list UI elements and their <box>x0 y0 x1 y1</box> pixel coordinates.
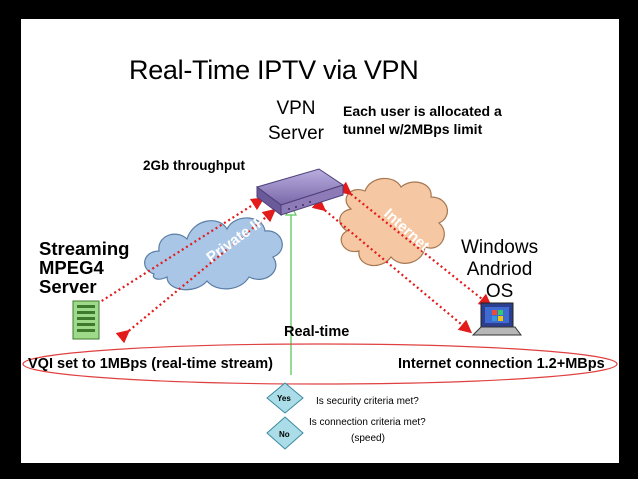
realtime-line <box>285 203 297 375</box>
internet-connection-label: Internet connection 1.2+MBps <box>398 356 605 372</box>
throughput-label: 2Gb throughput <box>143 158 245 173</box>
realtime-label: Real-time <box>284 324 350 340</box>
highlight-ellipse <box>22 343 618 385</box>
no-label: No <box>279 430 290 439</box>
page-title: Real-Time IPTV via VPN <box>129 55 419 85</box>
tunnel-note: Each user is allocated a tunnel w/2MBps … <box>343 102 502 138</box>
laptop-icon <box>471 302 522 336</box>
streaming-server-label: Streaming MPEG4 Server <box>39 239 129 296</box>
streaming-line1: Streaming <box>39 238 130 259</box>
internet-arrows <box>311 181 493 334</box>
tunnel-note-line1: Each user is allocated a <box>343 103 502 119</box>
no-decision-diamond <box>266 416 304 450</box>
speed-note: (speed) <box>351 433 385 444</box>
vpn-label-line2: Server <box>268 123 324 144</box>
connection-question: Is connection criteria met? <box>309 417 426 428</box>
tunnel-note-line2: tunnel w/2MBps limit <box>343 121 483 137</box>
windows-line1: Windows <box>461 237 539 258</box>
private-ip-arrows <box>79 197 277 344</box>
windows-line3: OS <box>485 281 514 302</box>
security-question: Is security criteria met? <box>316 396 419 407</box>
vpn-label-line1: VPN <box>276 98 316 119</box>
windows-os-label: Windows Andriod OS <box>461 237 538 303</box>
slide: Private IP Internet Yes No Real-Time IPT… <box>21 19 619 463</box>
streaming-line2: MPEG4 <box>39 257 104 278</box>
yes-decision-diamond <box>266 382 304 414</box>
streaming-line3: Server <box>39 276 97 297</box>
vql-label: VQI set to 1MBps (real-time stream) <box>28 356 273 372</box>
diagram-graphics: Private IP Internet Yes No <box>22 168 618 450</box>
vpn-server-icon <box>255 168 345 216</box>
vpn-server-label: VPN Server <box>268 96 324 146</box>
windows-line2: Andriod <box>466 259 533 280</box>
streaming-server-icon <box>72 300 100 340</box>
yes-label: Yes <box>277 394 291 403</box>
